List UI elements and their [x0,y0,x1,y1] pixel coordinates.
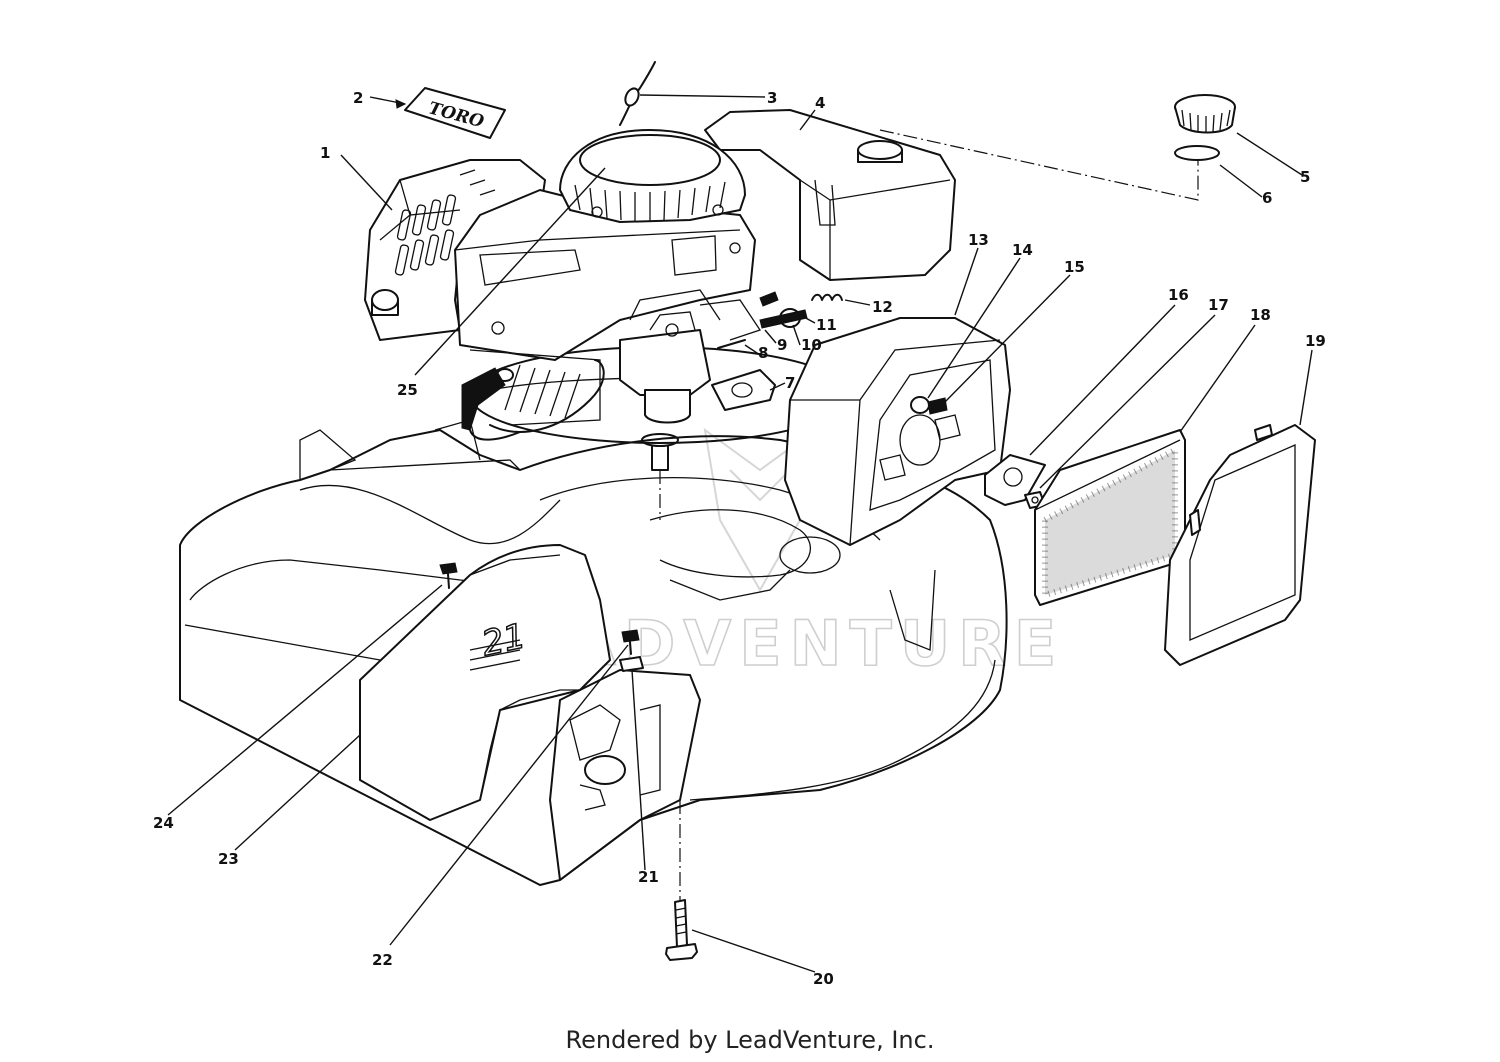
callout-19: 19 [1305,332,1326,350]
spark-plug-boot [461,367,521,441]
callout-20: 20 [813,970,834,988]
discharge-deflector: 21 [359,544,611,821]
washer-21 [619,656,644,672]
callout-3: 3 [767,89,777,107]
callout-22: 22 [372,951,393,969]
screw-22 [621,629,640,655]
fuel-tank [704,109,956,281]
air-filter-cover [1164,424,1316,666]
callout-11: 11 [816,316,837,334]
gasket-7 [711,369,776,411]
screw-24 [439,562,458,589]
callout-25: 25 [397,381,418,399]
fuel-cap-gasket [1174,145,1220,161]
callout-24: 24 [153,814,174,832]
callout-2: 2 [353,89,363,107]
throttle-cable [619,61,656,126]
callout-18: 18 [1250,306,1271,324]
footer-credit: Rendered by LeadVenture, Inc. [565,1026,935,1054]
leader-lines [167,94,1313,973]
callout-21: 21 [638,868,659,886]
callout-6: 6 [1262,189,1272,207]
stud-14-15 [910,396,948,415]
callout-7: 7 [785,374,795,392]
callout-16: 16 [1168,286,1189,304]
throttle-screws-8-9 [717,309,808,349]
callout-13: 13 [968,231,989,249]
screw-12 [811,293,843,301]
callout-8: 8 [758,344,768,362]
deck-badge: 21 [478,616,529,664]
toro-decal: TORO [404,87,506,139]
bolt-20 [665,800,698,961]
callout-23: 23 [218,850,239,868]
callout-4: 4 [815,94,825,112]
bracket-16 [984,454,1046,506]
callout-10: 10 [801,336,822,354]
callout-9: 9 [777,336,787,354]
callout-1: 1 [320,144,330,162]
air-filter-element [1034,429,1186,606]
callout-14: 14 [1012,241,1033,259]
spring-10-11 [759,291,801,328]
carburetor [619,289,762,424]
shroud-vents [394,194,457,276]
cylinder-fins [469,349,605,433]
fuel-cap [1174,94,1236,134]
callout-12: 12 [872,298,893,316]
air-cleaner-body [784,317,1011,546]
callout-5: 5 [1300,168,1310,186]
callout-numbers: 1 2 3 4 5 6 7 8 9 10 11 12 13 14 15 16 1… [153,89,1326,988]
callout-15: 15 [1064,258,1085,276]
blower-housing [454,129,756,361]
callout-17: 17 [1208,296,1229,314]
